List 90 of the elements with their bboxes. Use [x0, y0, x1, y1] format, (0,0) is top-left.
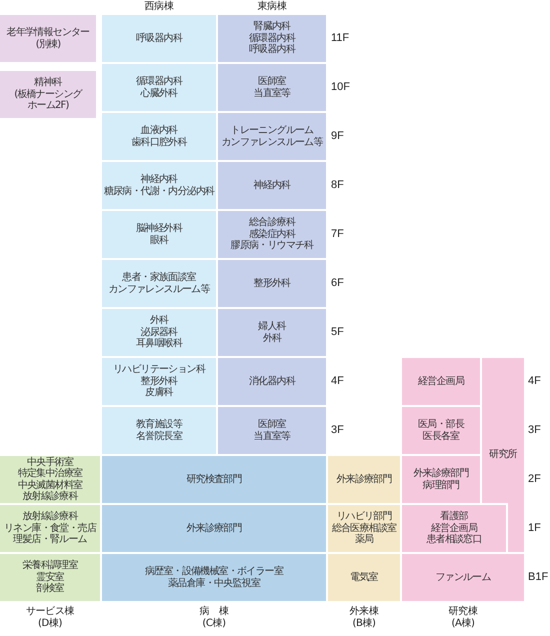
department-name: 栄養科調理室霊安室剖検室	[22, 560, 78, 595]
department-block	[218, 407, 326, 454]
floor-number: 2F	[528, 472, 541, 486]
department-name: 外科泌尿器科耳鼻咽喉科	[136, 315, 182, 350]
department-block	[0, 71, 96, 118]
department-block	[102, 113, 216, 160]
department-name: 電気室	[350, 572, 378, 584]
department-name: 精神科(板橋ナーシングホーム2F)	[14, 77, 82, 112]
department-name: 病歴室・設備機械室・ボイラー室薬品倉庫・中央監視室	[144, 566, 283, 589]
department-name: 神経内科	[254, 180, 290, 192]
department-block	[102, 64, 216, 111]
department-block	[402, 456, 480, 503]
department-block	[0, 505, 100, 552]
department-block	[402, 358, 480, 405]
department-name: 外来診療部門	[336, 474, 392, 486]
floor-number: 3F	[331, 424, 344, 436]
department-name: 医師室当直室等	[254, 76, 290, 99]
department-block	[402, 407, 480, 454]
department-block	[218, 309, 326, 356]
column-heading: 東病棟	[258, 1, 286, 13]
department-name: 消化器内科	[248, 376, 295, 388]
department-name: 循環器内科心臓外科	[136, 76, 182, 99]
column-heading: 西病棟	[144, 1, 174, 13]
department-name: 整形外科	[254, 278, 290, 290]
department-name: 研究所	[489, 449, 517, 461]
department-name: 婦人科外科	[258, 321, 286, 344]
department-block	[218, 113, 326, 160]
floor-number: 11F	[331, 32, 350, 44]
department-name: 総合診療科感染症内科膠原病・リウマチ科	[230, 217, 314, 252]
floor-number: 10F	[331, 80, 350, 94]
department-name: ファンルーム	[435, 572, 491, 584]
department-block	[102, 554, 326, 601]
building-name: サービス棟(D棟)	[26, 606, 74, 630]
department-name: 患者・家族面談室カンファレンスルーム等	[108, 272, 210, 295]
research-block	[482, 358, 524, 552]
department-block	[328, 456, 400, 503]
department-name: 血液内科歯科口腔外科	[131, 125, 187, 148]
department-block	[102, 309, 216, 356]
floor-number: 4F	[331, 374, 344, 388]
department-name: 老年学情報センター(別棟)	[6, 27, 90, 50]
department-name: 外来診療部門	[186, 522, 242, 534]
department-block	[328, 554, 400, 601]
building-name: 研究棟(A棟)	[448, 606, 478, 630]
department-block	[102, 505, 326, 552]
department-name: 教育施設等名誉院長室	[136, 419, 182, 442]
department-block	[102, 211, 216, 258]
floor-number: B1F	[528, 570, 548, 584]
department-block	[0, 15, 96, 62]
department-block	[0, 554, 100, 601]
department-name: 研究検査部門	[186, 474, 242, 486]
department-name: 脳神経外科眼科	[136, 223, 182, 246]
department-block	[218, 162, 326, 209]
department-block	[328, 505, 400, 552]
department-block	[102, 407, 216, 454]
department-name: 腎臓内科循環器内科呼吸器内科	[248, 21, 295, 56]
department-block	[102, 162, 216, 209]
floor-number: 7F	[331, 228, 344, 240]
department-name: 放射線診療科リネン庫・食堂・売店理髪店・腎ルーム	[4, 511, 96, 546]
department-name: 経営企画局	[418, 376, 464, 388]
department-name: 外来診療部門病理部門	[413, 468, 469, 491]
department-name: 医局・部長医長各室	[418, 419, 464, 442]
department-name: 看護部経営企画局患者相談窓口	[426, 511, 482, 546]
department-name: リハビリ部門総合医療相談室薬局	[332, 511, 396, 546]
floor-number: 8F	[331, 178, 344, 192]
floor-number: 3F	[528, 424, 541, 436]
department-name: 医師室当直室等	[254, 419, 290, 442]
department-block	[218, 358, 326, 405]
department-block	[0, 456, 100, 503]
floor-number: 5F	[331, 326, 344, 338]
department-name: 神経内科糖尿病・代謝・内分泌内科	[104, 174, 214, 197]
floor-number: 9F	[331, 130, 344, 142]
department-block	[102, 15, 216, 62]
department-block	[402, 554, 524, 601]
floor-number: 6F	[331, 276, 344, 290]
floor-number: 1F	[528, 522, 541, 534]
department-block	[102, 260, 216, 307]
department-block	[102, 358, 216, 405]
department-name: トレーニングルームカンファレンスルーム等	[221, 125, 323, 148]
department-block	[402, 505, 506, 552]
building-name: 外来棟(B棟)	[350, 606, 378, 630]
department-block	[218, 260, 326, 307]
department-block	[102, 456, 326, 503]
department-block	[218, 211, 326, 258]
building-name: 病 棟(C棟)	[200, 606, 228, 630]
department-block	[218, 15, 326, 62]
department-name: リハビリテーション科整形外科皮膚科	[112, 364, 205, 399]
department-name: 呼吸器内科	[136, 32, 182, 44]
department-name: 中央手術室特定集中治療室中央滅菌材料室放射線診療科	[18, 456, 82, 502]
floor-number: 4F	[528, 374, 541, 388]
department-block	[218, 64, 326, 111]
